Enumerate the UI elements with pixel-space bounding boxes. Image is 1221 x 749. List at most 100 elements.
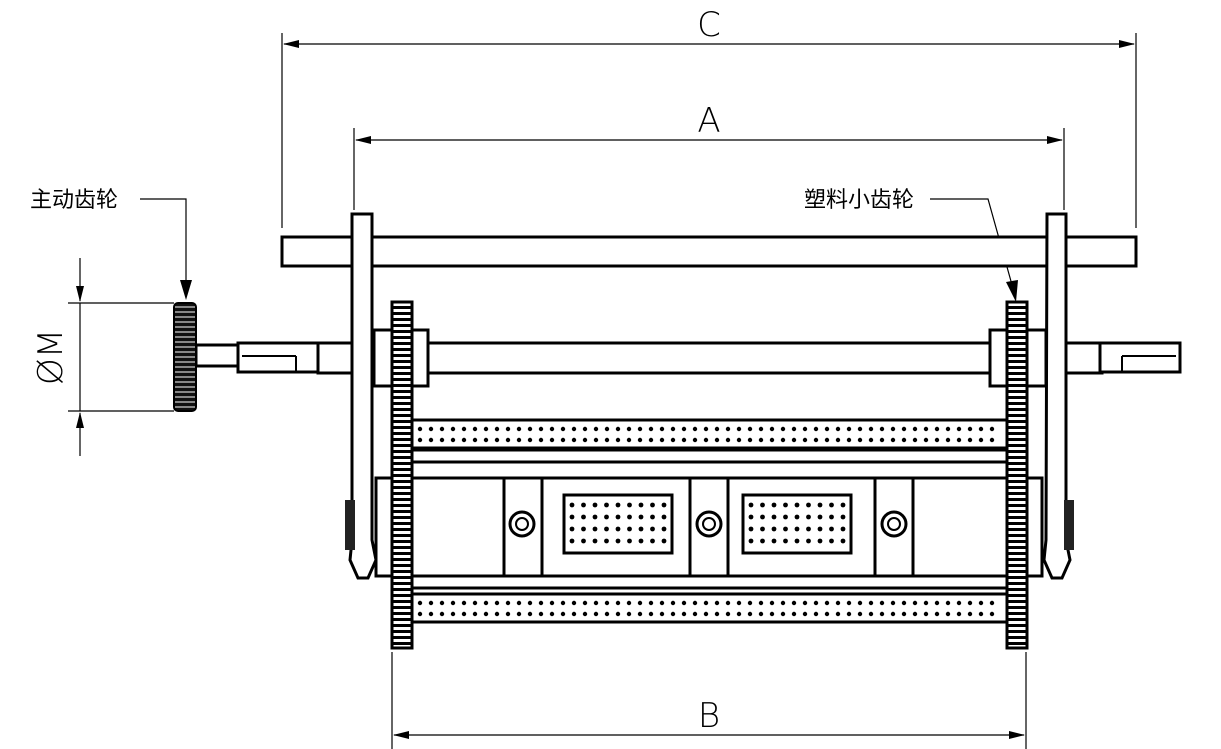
belt-hole [428, 426, 434, 432]
gear-tooth [392, 402, 412, 405]
belt-hole [538, 600, 544, 606]
belt-hole [901, 437, 907, 443]
belt-hole [824, 426, 830, 432]
belt-hole [659, 611, 665, 617]
belt-hole [945, 437, 951, 443]
gear-tooth [392, 480, 412, 483]
belt-hole [626, 437, 632, 443]
gear-tooth [1007, 432, 1027, 435]
connector-pin [748, 538, 754, 544]
belt-hole [703, 426, 709, 432]
belt-hole [549, 600, 555, 606]
belt-hole [450, 426, 456, 432]
gear-tooth [1007, 576, 1027, 579]
connector-pin [569, 538, 575, 544]
gear-tooth [1007, 552, 1027, 555]
belt-hole [461, 611, 467, 617]
gear-tooth [392, 546, 412, 549]
connector-pin [840, 538, 846, 544]
gear-tooth [392, 552, 412, 555]
gear-tooth [1007, 504, 1027, 507]
connector-pin [592, 502, 598, 508]
belt-hole [879, 426, 885, 432]
belt-hole [978, 600, 984, 606]
belt-hole [923, 426, 929, 432]
belt-hole [560, 600, 566, 606]
upper-belt-rail [398, 448, 1026, 464]
belt-hole [439, 600, 445, 606]
gear-tooth [392, 384, 412, 387]
gear-tooth [1007, 318, 1027, 321]
shaft-coupling-right [1098, 341, 1182, 374]
belt-hole [417, 426, 423, 432]
screw-3-inner [887, 517, 901, 531]
gear-tooth [392, 444, 412, 447]
belt-hole [450, 611, 456, 617]
belt-hole [461, 426, 467, 432]
belt-hole [472, 611, 478, 617]
belt-hole [868, 437, 874, 443]
gear-tooth [392, 522, 412, 525]
belt-hole [483, 600, 489, 606]
connector-pin [661, 538, 667, 544]
belt-hole [494, 611, 500, 617]
connector-pin [650, 538, 655, 544]
connector-pin [569, 502, 575, 508]
gear-tooth [392, 468, 412, 471]
connector-pin [829, 538, 834, 544]
gear-tooth [1007, 522, 1027, 525]
gear-tooth [392, 564, 412, 567]
connector-pin [604, 538, 609, 544]
gear-left-teeth [392, 306, 412, 645]
belt-hole [890, 437, 896, 443]
belt-hole [835, 600, 841, 606]
gear-tooth [1007, 366, 1027, 369]
belt-hole [615, 611, 621, 617]
gear-tooth [392, 324, 412, 327]
belt-hole [747, 600, 753, 606]
connector-pin [661, 502, 667, 508]
belt-hole [890, 426, 896, 432]
gear-tooth [1007, 474, 1027, 477]
belt-hole [956, 437, 962, 443]
belt-hole [736, 426, 742, 432]
belt-hole [846, 426, 852, 432]
belt-hole [483, 437, 489, 443]
connector-pin [840, 514, 846, 520]
side-plate-right [1042, 212, 1072, 580]
gear-tooth [1007, 600, 1027, 603]
connector-pin [592, 514, 598, 520]
connector-pin [783, 502, 788, 508]
belt-hole [780, 426, 786, 432]
connector-pin [817, 502, 823, 508]
gear-tooth [1007, 438, 1027, 441]
screw-2-inner [702, 517, 716, 531]
upper-belt [398, 418, 1026, 464]
belt-hole [527, 426, 533, 432]
shaft-coupling-left [236, 341, 322, 374]
connector-pin [817, 526, 823, 532]
belt-hole [681, 600, 687, 606]
belt-hole [615, 437, 621, 443]
gear-tooth [392, 342, 412, 345]
belt-hole [813, 611, 819, 617]
connector-pin [638, 514, 644, 520]
belt-hole [736, 611, 742, 617]
belt-hole [703, 611, 709, 617]
belt-hole [670, 426, 676, 432]
connector-pin [760, 502, 765, 508]
gear-tooth [1007, 396, 1027, 399]
belt-hole [516, 600, 522, 606]
lower-belt-rail [398, 574, 1026, 590]
screw-3 [880, 510, 908, 538]
belt-hole [582, 437, 588, 443]
dimension-label-a: A [697, 101, 720, 141]
belt-hole [934, 600, 940, 606]
gear-tooth [1007, 618, 1027, 621]
belt-hole [692, 611, 698, 617]
gear-tooth [1007, 360, 1027, 363]
top-tie-rod [280, 235, 1138, 268]
belt-hole [890, 611, 896, 617]
belt-hole [472, 600, 478, 606]
